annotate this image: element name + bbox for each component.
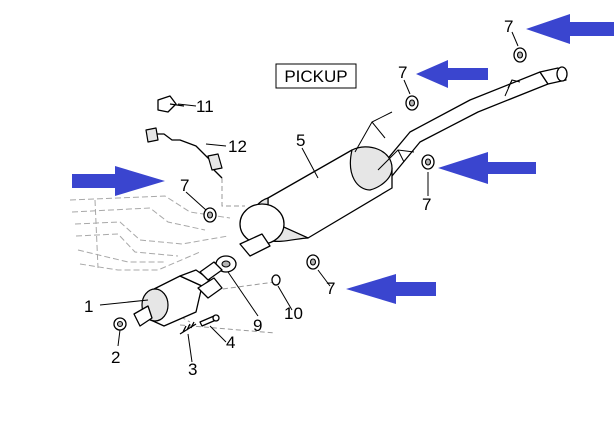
arrow-topright-icon [526,14,614,44]
arrow-lower-icon [346,274,436,304]
chassis-outline [69,195,231,271]
callout-7-right: 7 [422,195,431,214]
callout-10: 10 [284,304,303,323]
arrow-top-icon [416,60,488,88]
rear-pipe [379,66,568,177]
callout-11: 11 [196,97,214,116]
arrow-left-icon [72,166,165,196]
rubber-rings [203,47,527,270]
callout-leaders [99,31,519,363]
nut-10 [271,274,281,286]
cable-clip [157,95,185,113]
flange-plate [199,261,223,281]
spring-3 [179,321,197,335]
callout-7-lower: 7 [326,279,335,298]
gasket-2 [113,317,127,331]
callout-4: 4 [226,333,235,352]
gasket-9 [215,255,237,273]
pickup-label-box [275,63,357,89]
highlight-arrows [72,14,614,304]
callout-7-topright: 7 [504,17,513,36]
callout-7-top: 7 [398,63,407,82]
callout-2: 2 [111,348,120,367]
callout-5: 5 [296,131,305,150]
pickup-label: PICKUP [284,67,347,86]
callout-7-left: 7 [180,176,189,195]
callout-1: 1 [84,297,93,316]
callout-3: 3 [188,360,197,379]
muffler [239,111,415,257]
sensor-cable [145,127,223,179]
arrow-right-icon [438,152,536,184]
callout-9: 9 [253,316,262,335]
callout-12: 12 [228,137,247,156]
bolt-4 [199,314,220,327]
catalytic-converter [133,269,223,327]
